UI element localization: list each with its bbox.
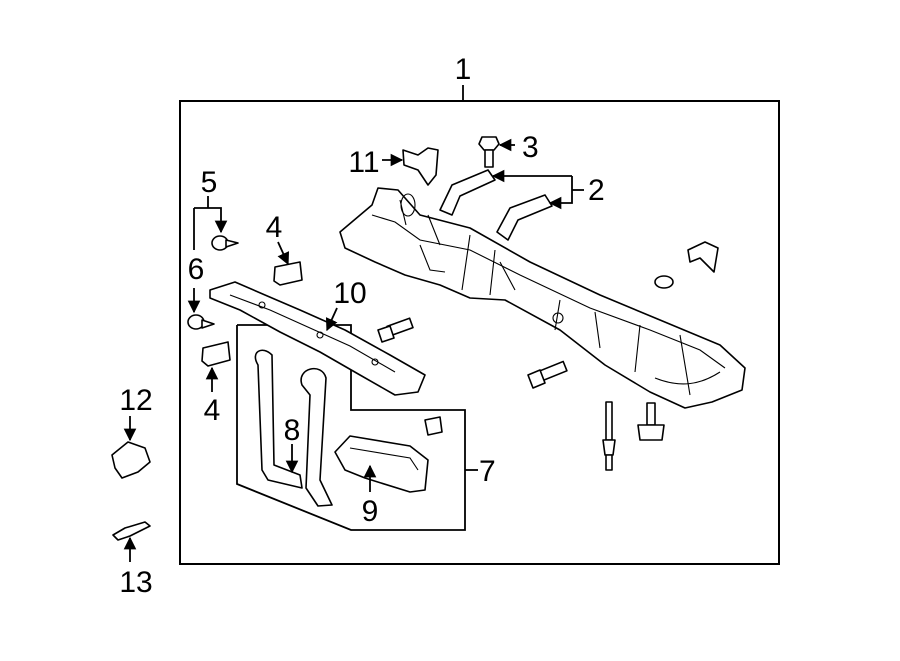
callout-13: 13 [119,566,152,599]
stud-lower-right [602,401,616,471]
rail-part-10 [209,281,426,396]
bracket-part-11 [402,147,439,186]
callout-6: 6 [188,253,205,286]
hose-part-8 [254,349,333,507]
callout-11: 11 [348,146,379,179]
callout-4-upper: 4 [266,211,283,244]
plug-right [654,275,674,289]
callout-5: 5 [201,166,218,199]
callout-2: 2 [588,174,605,207]
leader-5 [194,207,228,234]
assembly-frame [179,100,780,565]
hose-part-13 [112,521,151,541]
callout-7: 7 [479,455,496,488]
cover-part-9 [334,416,443,493]
callout-8: 8 [284,414,301,447]
clip-part-4-lower [201,341,231,367]
frame-crossmember [339,187,746,409]
bolt-center-lower [527,360,568,389]
bolt-lower-right [637,402,665,441]
clip-right [687,241,719,273]
callout-4-lower: 4 [204,394,221,427]
callout-9: 9 [362,495,379,528]
leader-2 [548,176,573,210]
push-pin-part-6 [187,314,215,330]
push-pin-part-5 [211,235,239,251]
bracket-part-12 [111,441,151,479]
callout-1: 1 [455,53,472,86]
callout-10: 10 [333,277,366,310]
leader-4-upper [277,241,290,266]
bolt-part-3 [478,136,500,168]
bolt-center-upper [377,317,414,343]
callout-12: 12 [119,384,152,417]
clip-part-4-upper [273,261,303,286]
leader-10 [325,307,338,332]
callout-3: 3 [522,131,539,164]
